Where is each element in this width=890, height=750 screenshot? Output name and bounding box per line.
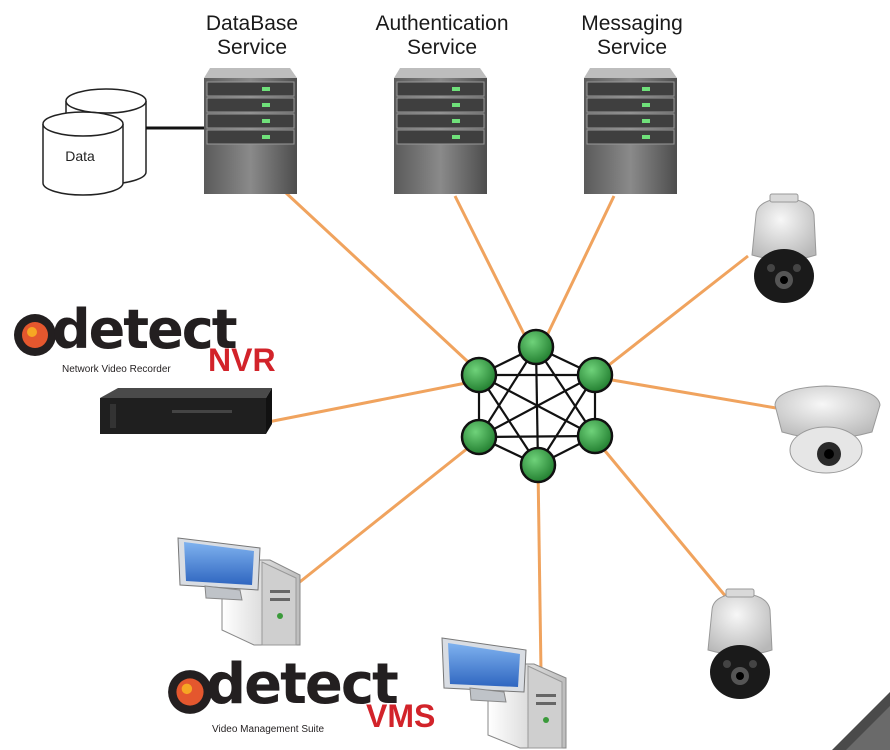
messaging-service-label: Messaging Service xyxy=(552,12,712,60)
logo-tagline: Video Management Suite xyxy=(212,724,325,735)
logo-product: VMS xyxy=(366,698,436,734)
mesh-network-hub xyxy=(460,328,614,484)
link-database-service xyxy=(283,190,482,375)
service-label-line: Messaging xyxy=(581,12,683,35)
vms-workstation-icon xyxy=(441,637,567,749)
service-label-line: DataBase xyxy=(205,12,299,35)
database-server-icon xyxy=(204,68,297,194)
detect-logo-mark xyxy=(168,670,212,714)
link-vms-workstation-center xyxy=(536,466,543,673)
ptz-camera-icon xyxy=(751,193,817,303)
mesh-node xyxy=(576,417,614,455)
logo-wordmark: detect xyxy=(52,298,238,361)
service-label-line: Authentication xyxy=(375,12,509,35)
corner-decoration xyxy=(846,706,890,750)
network-links xyxy=(267,190,777,673)
mesh-node xyxy=(460,418,498,456)
service-label-line: Service xyxy=(596,36,668,59)
link-ptz-camera-top xyxy=(599,254,749,374)
detect-logo-mark xyxy=(14,314,56,356)
link-vms-workstation-left xyxy=(295,438,479,587)
nvr-recorder-icon xyxy=(100,388,272,434)
logo-tagline: Network Video Recorder xyxy=(62,364,171,375)
dome-camera-icon xyxy=(774,385,881,474)
link-messaging-service xyxy=(538,195,616,351)
database-label: Data xyxy=(65,148,95,164)
service-label-line: Service xyxy=(216,36,288,59)
detect-nvr-logo: detect NVR Network Video Recorder xyxy=(12,298,292,382)
ptz-camera-icon xyxy=(707,588,773,699)
link-nvr-recorder xyxy=(267,381,467,424)
logo-product: NVR xyxy=(208,342,276,378)
link-dome-camera xyxy=(611,378,777,410)
mesh-node xyxy=(576,356,614,394)
vms-workstation-icon xyxy=(177,537,301,646)
detect-vms-logo: detect VMS Video Management Suite xyxy=(166,652,446,744)
database-cylinders-icon xyxy=(42,88,147,196)
link-ptz-camera-bottom xyxy=(594,439,729,599)
database-service-label: DataBase Service xyxy=(172,12,332,60)
mesh-node xyxy=(460,356,498,394)
authentication-service-label: Authentication Service xyxy=(362,12,522,60)
authentication-server-icon xyxy=(394,68,487,194)
link-authentication-service xyxy=(453,195,534,351)
mesh-node xyxy=(519,446,557,484)
mesh-node xyxy=(517,328,555,366)
logo-wordmark: detect xyxy=(206,652,399,717)
service-label-line: Service xyxy=(406,36,478,59)
messaging-server-icon xyxy=(584,68,677,194)
